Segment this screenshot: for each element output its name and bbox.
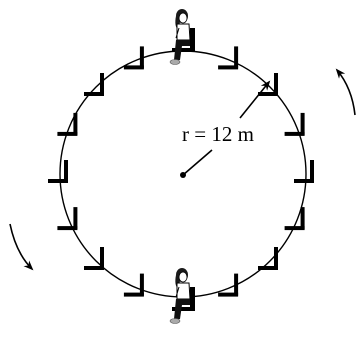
seat bbox=[218, 46, 239, 70]
seat bbox=[258, 73, 278, 96]
seat bbox=[123, 46, 144, 70]
seat bbox=[84, 247, 104, 270]
rotation-arrow-right bbox=[335, 68, 356, 116]
rider-top bbox=[169, 9, 195, 65]
seat bbox=[218, 273, 239, 297]
seats-group bbox=[48, 46, 314, 297]
radius-line-outer bbox=[239, 80, 271, 119]
rider-bottom bbox=[169, 268, 195, 324]
seat bbox=[84, 73, 104, 96]
seat bbox=[284, 112, 305, 136]
seat bbox=[57, 207, 78, 231]
radius-line-inner bbox=[182, 149, 213, 176]
seat bbox=[48, 160, 68, 183]
seat bbox=[123, 273, 144, 297]
seat bbox=[284, 207, 305, 231]
radius-label: r = 12 m bbox=[182, 122, 254, 146]
rotation-arrow-left bbox=[9, 223, 34, 271]
seat bbox=[258, 247, 278, 270]
seat bbox=[294, 160, 314, 183]
seat bbox=[57, 112, 78, 136]
